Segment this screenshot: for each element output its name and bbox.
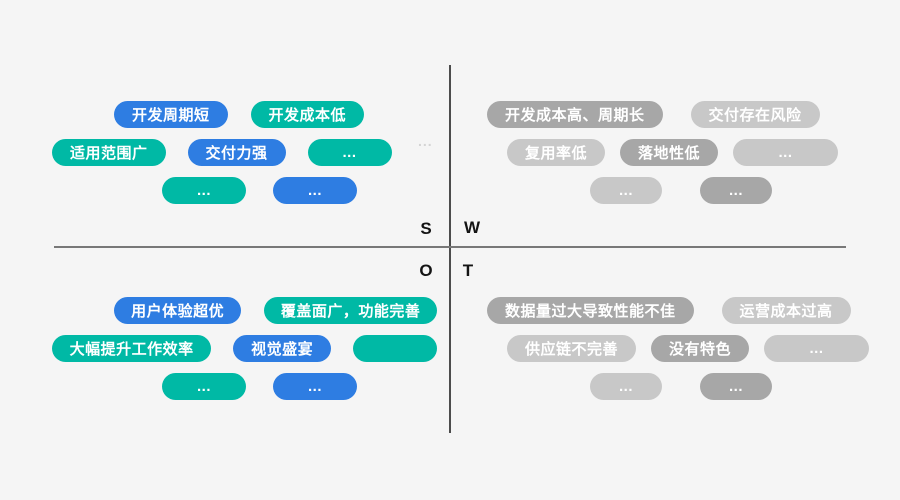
pill-row: 开发成本高、周期长交付存在风险 — [487, 101, 872, 128]
axis-label-weaknesses: W — [463, 218, 481, 237]
swot-pill-ellipsis: ... — [700, 373, 772, 400]
swot-pill: 复用率低 — [507, 139, 606, 166]
pill-row: 开发周期短开发成本低 — [52, 101, 437, 128]
swot-pill-ellipsis: ... — [273, 177, 357, 204]
swot-pill-ellipsis: ... — [162, 177, 246, 204]
pill-row: 用户体验超优覆盖面广，功能完善 — [52, 297, 437, 324]
swot-pill-ellipsis: ... — [733, 139, 839, 166]
swot-pill: 开发周期短 — [114, 101, 228, 128]
swot-pill: 用户体验超优 — [114, 297, 242, 324]
swot-pill: 视觉盛宴 — [233, 335, 331, 362]
swot-pill: 适用范围广 — [52, 139, 166, 166]
swot-pill: 没有特色 — [651, 335, 750, 362]
swot-pill: 供应链不完善 — [507, 335, 637, 362]
swot-pill-ellipsis: ... — [307, 139, 392, 166]
axis-horizontal-line — [54, 246, 846, 248]
pill-row: 数据量过大导致性能不佳运营成本过高 — [487, 297, 872, 324]
swot-pill-ellipsis: ... — [162, 373, 246, 400]
swot-pill: 覆盖面广，功能完善 — [264, 297, 437, 324]
quadrant-threats: 数据量过大导致性能不佳运营成本过高供应链不完善没有特色......... — [487, 297, 872, 411]
swot-pill: 交付存在风险 — [690, 101, 820, 128]
pill-row: 适用范围广交付力强... — [52, 139, 437, 166]
quadrant-weaknesses: 开发成本高、周期长交付存在风险复用率低落地性低......... — [487, 101, 872, 215]
swot-pill: 运营成本过高 — [721, 297, 851, 324]
pill-row: ...... — [487, 177, 872, 204]
swot-pill-empty — [353, 335, 437, 362]
axis-vertical-line — [449, 65, 451, 433]
swot-pill: 开发成本低 — [250, 101, 365, 128]
axis-label-threats: T — [462, 261, 474, 280]
swot-pill: 开发成本高、周期长 — [487, 101, 663, 128]
axis-label-opportunities: O — [419, 261, 433, 280]
pill-row: ...... — [487, 373, 872, 400]
pill-row: ...... — [52, 373, 437, 400]
pill-row: 供应链不完善没有特色... — [487, 335, 872, 362]
swot-pill-ellipsis: ... — [273, 373, 357, 400]
swot-pill-ellipsis: ... — [590, 177, 662, 204]
quadrant-opportunities: 用户体验超优覆盖面广，功能完善大幅提升工作效率视觉盛宴...... — [52, 297, 437, 411]
swot-pill: 落地性低 — [620, 139, 719, 166]
swot-pill: 数据量过大导致性能不佳 — [487, 297, 694, 324]
pill-row: 大幅提升工作效率视觉盛宴 — [52, 335, 437, 362]
axis-label-strengths: S — [420, 219, 432, 238]
pill-row: ...... — [52, 177, 437, 204]
stray-ellipsis-decoration: ... — [418, 133, 433, 149]
swot-pill: 大幅提升工作效率 — [52, 335, 212, 362]
quadrant-strengths: 开发周期短开发成本低适用范围广交付力强......... — [52, 101, 437, 215]
swot-pill-ellipsis: ... — [590, 373, 662, 400]
swot-pill: 交付力强 — [187, 139, 286, 166]
pill-row: 复用率低落地性低... — [487, 139, 872, 166]
swot-pill-ellipsis: ... — [764, 335, 870, 362]
swot-pill-ellipsis: ... — [700, 177, 772, 204]
